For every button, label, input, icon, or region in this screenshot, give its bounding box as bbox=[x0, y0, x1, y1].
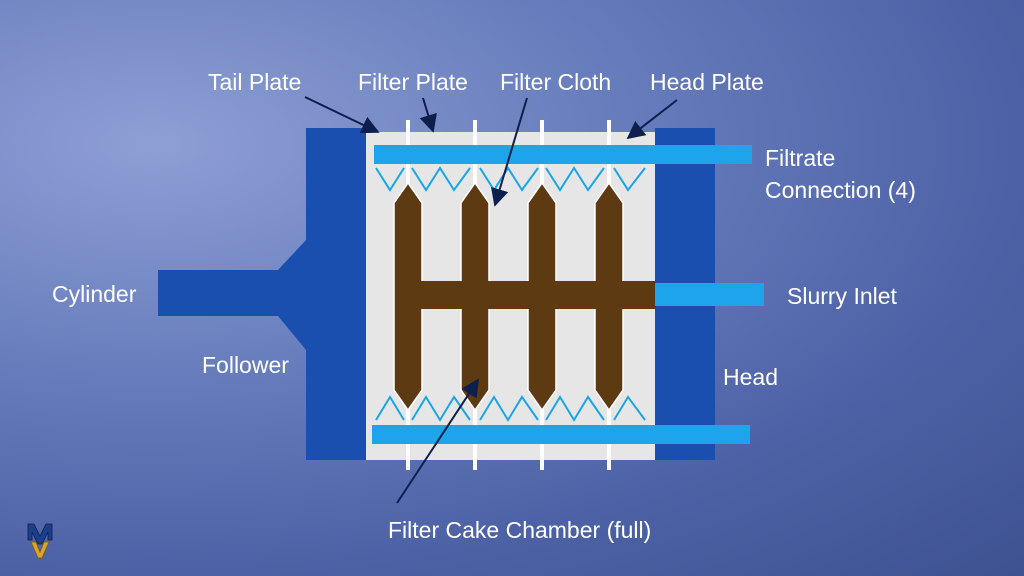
head-plate-label: Head Plate bbox=[650, 69, 764, 95]
filter-cake-channel bbox=[418, 281, 656, 309]
filter-cake-spindle bbox=[393, 181, 423, 412]
tail-plate-arrow bbox=[304, 96, 380, 134]
tail-plate-label: Tail Plate bbox=[208, 69, 301, 95]
filter-cloth-bottom bbox=[375, 395, 646, 422]
follower-plate bbox=[306, 128, 366, 460]
filtrate-pipe-top bbox=[374, 145, 752, 164]
filter-cake-arrow bbox=[396, 378, 479, 504]
filtrate-label-line2: Connection (4) bbox=[765, 177, 916, 203]
slurry-inlet-pipe bbox=[655, 283, 764, 306]
head-label: Head bbox=[723, 364, 778, 390]
cylinder-follower-assembly bbox=[158, 128, 366, 460]
cylinder-label: Cylinder bbox=[52, 281, 137, 307]
leader-arrows bbox=[304, 96, 678, 504]
filter-cloth-top bbox=[375, 166, 646, 192]
filtrate-label-line1: Filtrate bbox=[765, 145, 835, 171]
filter-plate-label: Filter Plate bbox=[358, 69, 468, 95]
cylinder-flare bbox=[278, 240, 306, 350]
filter-cake-label: Filter Cake Chamber (full) bbox=[388, 517, 651, 543]
follower-label: Follower bbox=[202, 352, 289, 378]
slurry-inlet-label: Slurry Inlet bbox=[787, 283, 898, 309]
filter-cloth-label: Filter Cloth bbox=[500, 69, 611, 95]
company-logo-icon bbox=[27, 523, 53, 559]
pipes bbox=[372, 145, 764, 444]
cylinder-rod bbox=[158, 270, 293, 316]
head-plate-arrow bbox=[626, 99, 678, 140]
filter-cloth-arrow bbox=[491, 97, 528, 207]
filter-cloth bbox=[375, 166, 646, 422]
labels: Tail Plate Filter Plate Filter Cloth Hea… bbox=[52, 69, 916, 543]
filter-plate-arrow bbox=[419, 97, 437, 133]
filtrate-pipe-bottom bbox=[372, 425, 750, 444]
filter-cake bbox=[393, 181, 656, 412]
